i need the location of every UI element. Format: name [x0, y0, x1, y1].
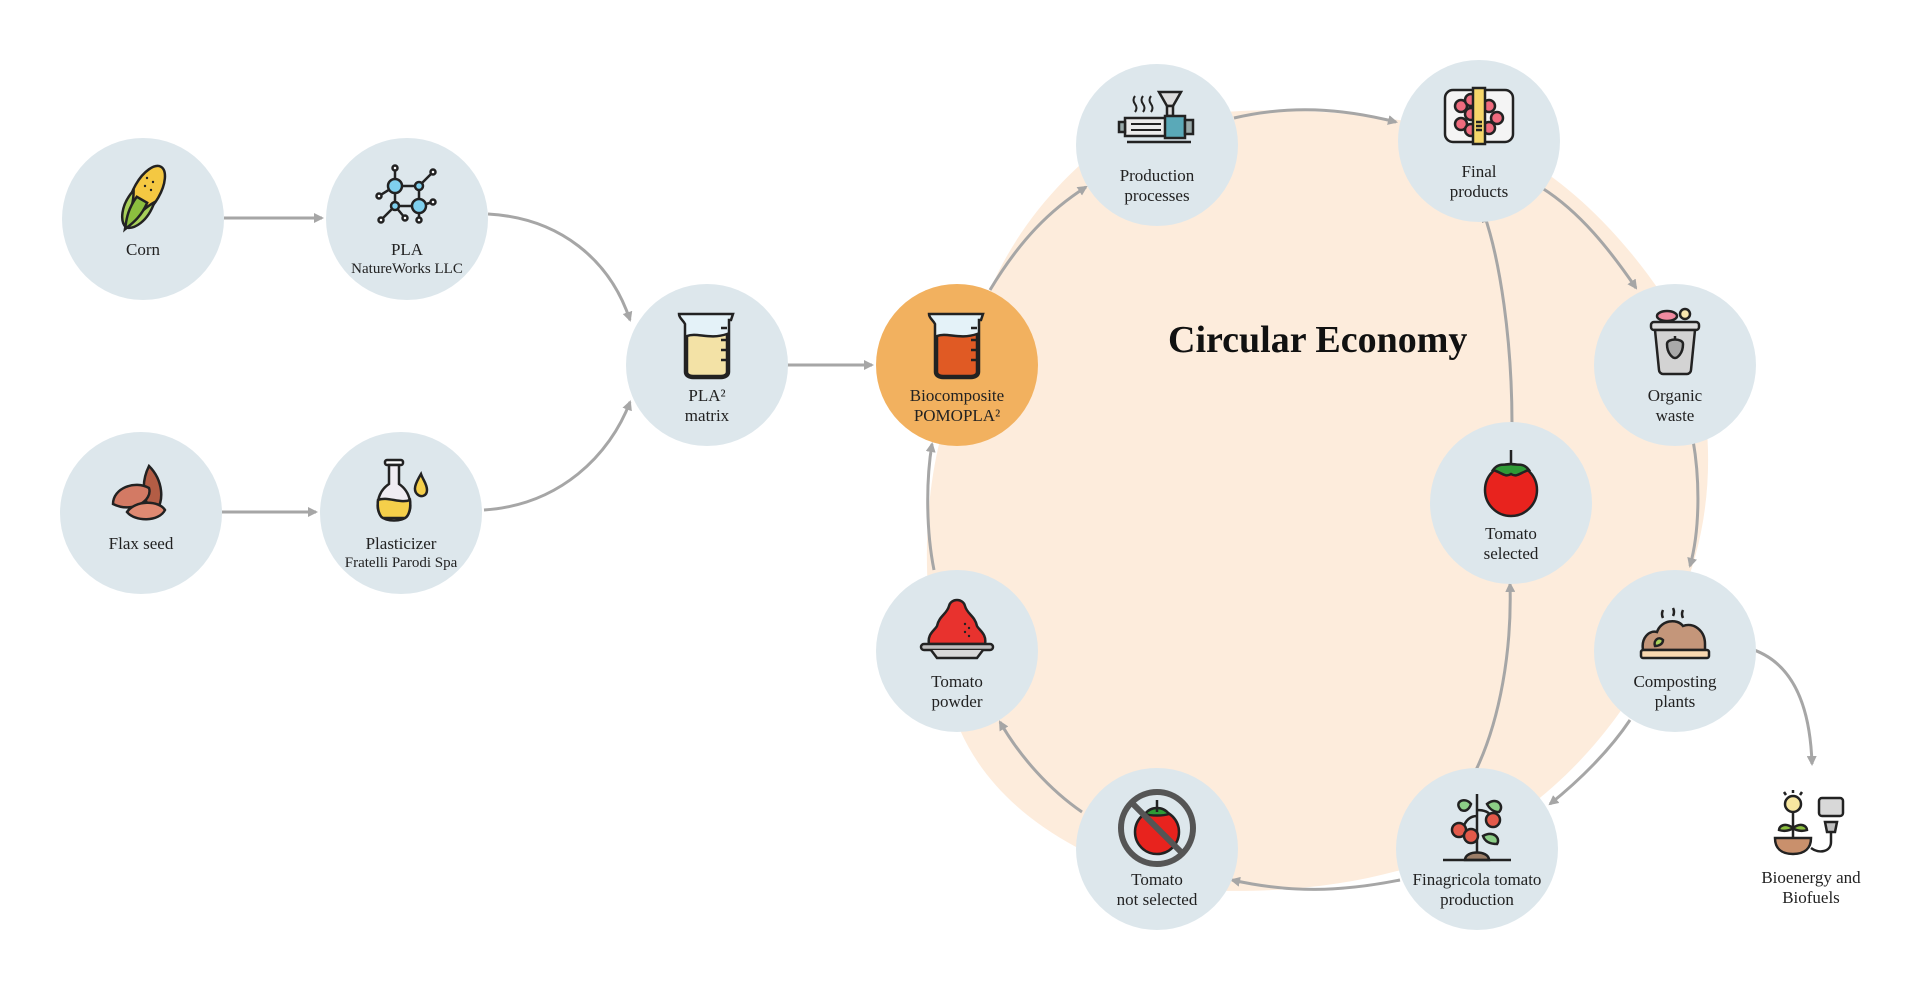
node-label: Final	[1461, 162, 1497, 181]
node-organic-waste: Organic waste	[1594, 284, 1756, 446]
diagram-title: Circular Economy	[1168, 319, 1468, 361]
edge-final-organic	[1541, 186, 1638, 290]
powder-plate-icon	[919, 598, 995, 660]
node-sublabel: selected	[1483, 544, 1539, 563]
node-label: Tomato	[1131, 870, 1183, 889]
node-bioenergy-biofuels: Bioenergy and Biofuels	[1730, 766, 1892, 928]
node-label: PLA²	[688, 386, 726, 405]
beaker-icon	[677, 312, 735, 380]
node-composting-plants: Composting plants	[1594, 570, 1756, 732]
node-sublabel: POMOPLA²	[913, 406, 1001, 425]
node-sublabel: products	[1449, 182, 1509, 201]
node-sublabel: Fratelli Parodi Spa	[344, 555, 458, 571]
edge-composting-finagricola	[1548, 719, 1632, 806]
node-label: Tomato	[1485, 524, 1537, 543]
node-production-processes: Production processes	[1076, 64, 1238, 226]
edge-selected-final	[1481, 212, 1514, 425]
compost-icon	[1639, 607, 1711, 660]
node-tomato-not-selected: Tomato not selected	[1076, 768, 1238, 930]
package-tray-icon	[1443, 86, 1515, 146]
seed-icon	[111, 463, 167, 521]
edge-production-final	[1233, 108, 1398, 125]
extruder-icon	[1117, 90, 1195, 144]
edge-finagricola-notselected	[1230, 876, 1401, 891]
node-sublabel: Biofuels	[1782, 888, 1840, 907]
node-label: Plasticizer	[365, 534, 437, 553]
node-label: Organic	[1647, 386, 1703, 405]
node-sublabel: production	[1440, 890, 1514, 909]
node-corn: Corn	[62, 138, 224, 300]
node-label: Flax seed	[108, 534, 174, 553]
beaker-red-icon	[927, 312, 985, 380]
node-label: Corn	[126, 240, 160, 259]
tomato-prohibited-icon	[1118, 789, 1196, 867]
node-label: PLA	[390, 240, 424, 259]
tomato-plant-icon	[1443, 794, 1511, 862]
node-sublabel: waste	[1655, 406, 1695, 425]
edge-notselected-powder	[998, 720, 1083, 814]
node-plasticizer: Plasticizer Fratelli Parodi Spa	[320, 432, 482, 594]
node-flax-seed: Flax seed	[60, 432, 222, 594]
node-finagricola-tomato-production: Finagricola tomato production	[1396, 768, 1558, 930]
bioenergy-icon	[1773, 790, 1845, 856]
node-pla-matrix: PLA² matrix	[626, 284, 788, 446]
edge-powder-biocomposite	[925, 442, 936, 571]
node-sublabel: not selected	[1116, 890, 1198, 909]
node-sublabel: matrix	[684, 406, 730, 425]
molecule-icon	[375, 164, 437, 224]
edge-pla-plamatrix	[487, 212, 633, 322]
node-pla: PLA NatureWorks LLC	[326, 138, 488, 300]
tomato-icon	[1483, 450, 1539, 518]
edge-organic-composting	[1687, 439, 1700, 568]
cycle-area	[926, 110, 1709, 891]
waste-bin-icon	[1649, 307, 1701, 376]
node-label: Production	[1119, 166, 1195, 185]
node-biocomposite: Biocomposite POMOPLA²	[876, 284, 1038, 446]
node-label: Bioenergy and	[1761, 868, 1861, 887]
node-sublabel: powder	[931, 692, 983, 711]
corn-icon	[121, 164, 167, 233]
edge-composting-bioenergy	[1747, 646, 1817, 766]
edge-biocomposite-production	[988, 185, 1088, 291]
node-final-products: Final products	[1398, 60, 1560, 222]
edge-finagricola-selected	[1474, 582, 1516, 771]
node-sublabel: processes	[1124, 186, 1190, 205]
node-label: Tomato	[931, 672, 983, 691]
node-label: Finagricola tomato	[1412, 870, 1542, 889]
node-tomato-selected: Tomato selected	[1430, 422, 1592, 584]
node-sublabel: NatureWorks LLC	[351, 261, 463, 277]
node-sublabel: plants	[1654, 692, 1696, 711]
flask-oil-icon	[376, 458, 429, 522]
node-label: Composting	[1633, 672, 1717, 691]
node-label: Biocomposite	[909, 386, 1005, 405]
node-tomato-powder: Tomato powder	[876, 570, 1038, 732]
edge-plasticizer-plamatrix	[483, 400, 632, 512]
